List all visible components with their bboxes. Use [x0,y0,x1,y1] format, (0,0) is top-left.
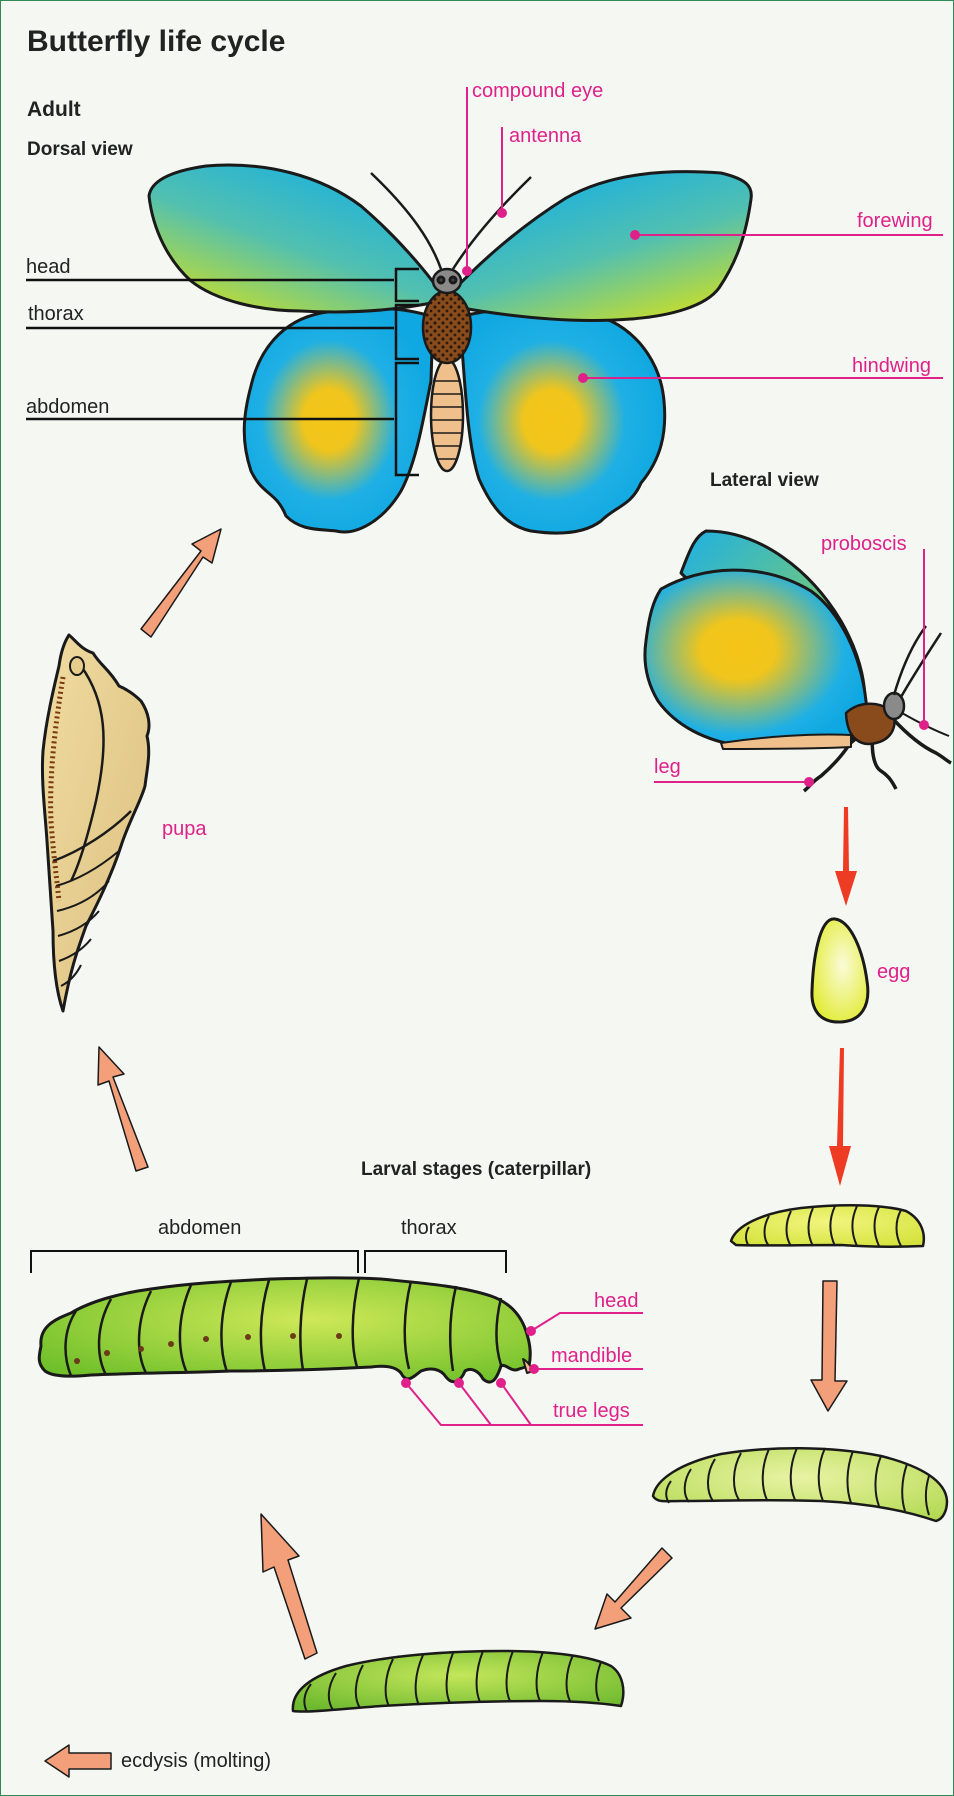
caterpillar-stage-1 [731,1205,924,1246]
label-head: head [26,257,71,277]
larva-label-thorax: thorax [401,1218,457,1238]
arrow-adult-to-egg [835,807,857,906]
diagram-title: Butterfly life cycle [27,27,285,57]
label-antenna: antenna [509,126,581,146]
label-abdomen: abdomen [26,397,109,417]
larval-stages-heading: Larval stages (caterpillar) [361,1160,591,1179]
arrow-egg-to-larva [829,1048,851,1186]
label-forewing: forewing [857,211,933,231]
abdomen-shape [431,359,463,471]
caterpillar-large [39,1278,533,1382]
larva-label-mandible: mandible [551,1346,632,1366]
label-proboscis: proboscis [821,534,907,554]
label-egg: egg [877,962,910,982]
label-hindwing: hindwing [852,356,931,376]
lateral-front-wing [645,570,867,747]
hindwing-right [459,308,665,533]
larva-brackets [31,1251,506,1273]
caterpillar-stage-3 [293,1651,623,1712]
egg-shape [812,919,868,1022]
label-thorax: thorax [28,304,84,324]
legend-ecdysis-label: ecdysis (molting) [121,1751,271,1771]
arrow-pupa-to-adult [141,529,221,637]
lateral-view-heading: Lateral view [710,471,819,490]
arrow-larva-to-pupa [98,1047,148,1171]
forewing-right [451,172,751,321]
label-compound-eye: compound eye [472,81,603,101]
legend-arrow-icon [45,1745,111,1777]
arrow-larva1-to-larva2 [811,1281,847,1411]
adult-heading: Adult [27,99,81,120]
lateral-butterfly [645,531,951,791]
label-pupa: pupa [162,819,207,839]
arrow-larva2-to-larva3 [595,1548,672,1629]
arrow-larva3-to-larva4 [261,1514,317,1659]
larva-label-true-legs: true legs [553,1401,630,1421]
dorsal-butterfly [149,165,751,533]
larva-label-abdomen: abdomen [158,1218,241,1238]
larva-label-head: head [594,1291,639,1311]
caterpillar-stage-2 [653,1448,947,1521]
thorax-shape [423,291,471,363]
pupa-shape [42,635,149,1011]
label-leg: leg [654,757,681,777]
dorsal-view-heading: Dorsal view [27,140,133,159]
